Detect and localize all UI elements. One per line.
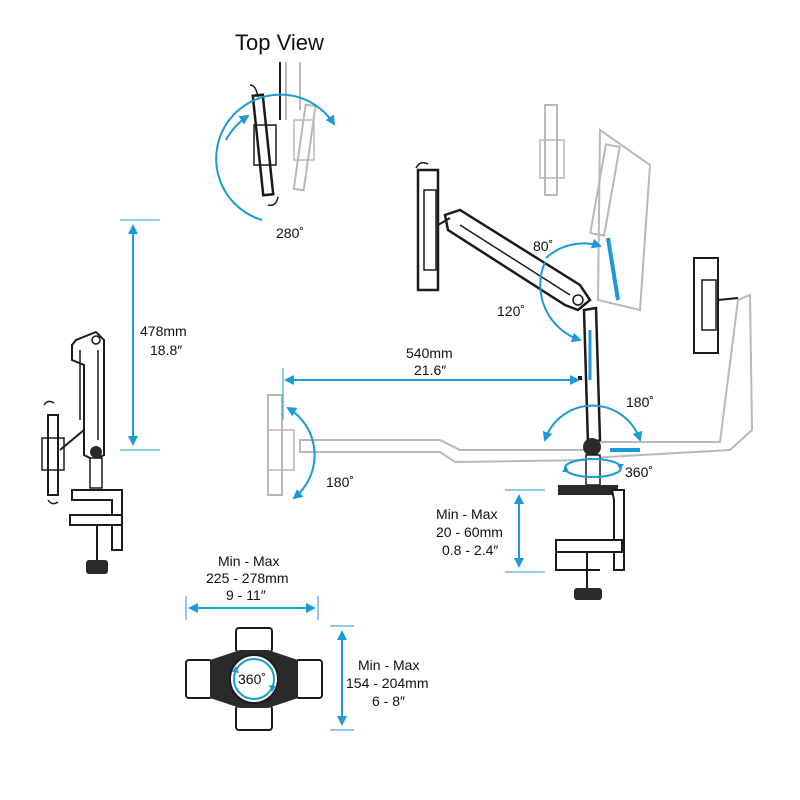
- top-view-title: Top View: [235, 30, 324, 55]
- head-swivel-arc: [286, 406, 316, 500]
- tilt-down-label: 120˚: [497, 303, 525, 319]
- tilt-up-arc: [545, 238, 602, 259]
- head-swivel-label: 180˚: [326, 474, 354, 490]
- clamp-inch-label: 0.8 - 2.4″: [442, 542, 498, 558]
- clamp-title: Min - Max: [436, 506, 497, 522]
- main-arm-illustration: 540mm 21.6″ 80˚ 120˚ 180˚ 180˚ 360˚ Min …: [267, 104, 754, 600]
- clamp-mm-label: 20 - 60mm: [436, 524, 503, 540]
- holder-height-mm-label: 154 - 204mm: [346, 675, 428, 691]
- base-rotation-label: 360˚: [625, 464, 653, 480]
- elbow-swivel-arc: [542, 404, 643, 442]
- elbow-swivel-label: 180˚: [626, 394, 654, 410]
- top-view-rotation-label: 280˚: [276, 225, 304, 241]
- holder-width-inch-label: 9 - 11″: [226, 587, 266, 603]
- height-inch-label: 18.8″: [150, 342, 182, 358]
- tilt-up-label: 80˚: [533, 238, 553, 254]
- holder-rotation-circle: [233, 658, 275, 700]
- reach-mm-label: 540mm: [406, 345, 453, 361]
- holder-width-mm-label: 225 - 278mm: [206, 570, 288, 586]
- holder-height-inch-label: 6 - 8″: [372, 693, 405, 709]
- height-mm-label: 478mm: [140, 323, 187, 339]
- holder-width-title: Min - Max: [218, 553, 279, 569]
- tilt-down-arc: [539, 261, 582, 343]
- top-view-illustration: Top View 280˚: [215, 30, 336, 241]
- holder-rotation-label: 360˚: [238, 671, 266, 687]
- top-view-rotation-arc: [215, 93, 336, 221]
- holder-illustration: Min - Max 225 - 278mm 9 - 11″ 360˚ Min -…: [185, 553, 428, 731]
- holder-height-title: Min - Max: [358, 657, 419, 673]
- reach-inch-label: 21.6″: [414, 362, 446, 378]
- side-view-illustration: 478mm 18.8″: [41, 219, 187, 574]
